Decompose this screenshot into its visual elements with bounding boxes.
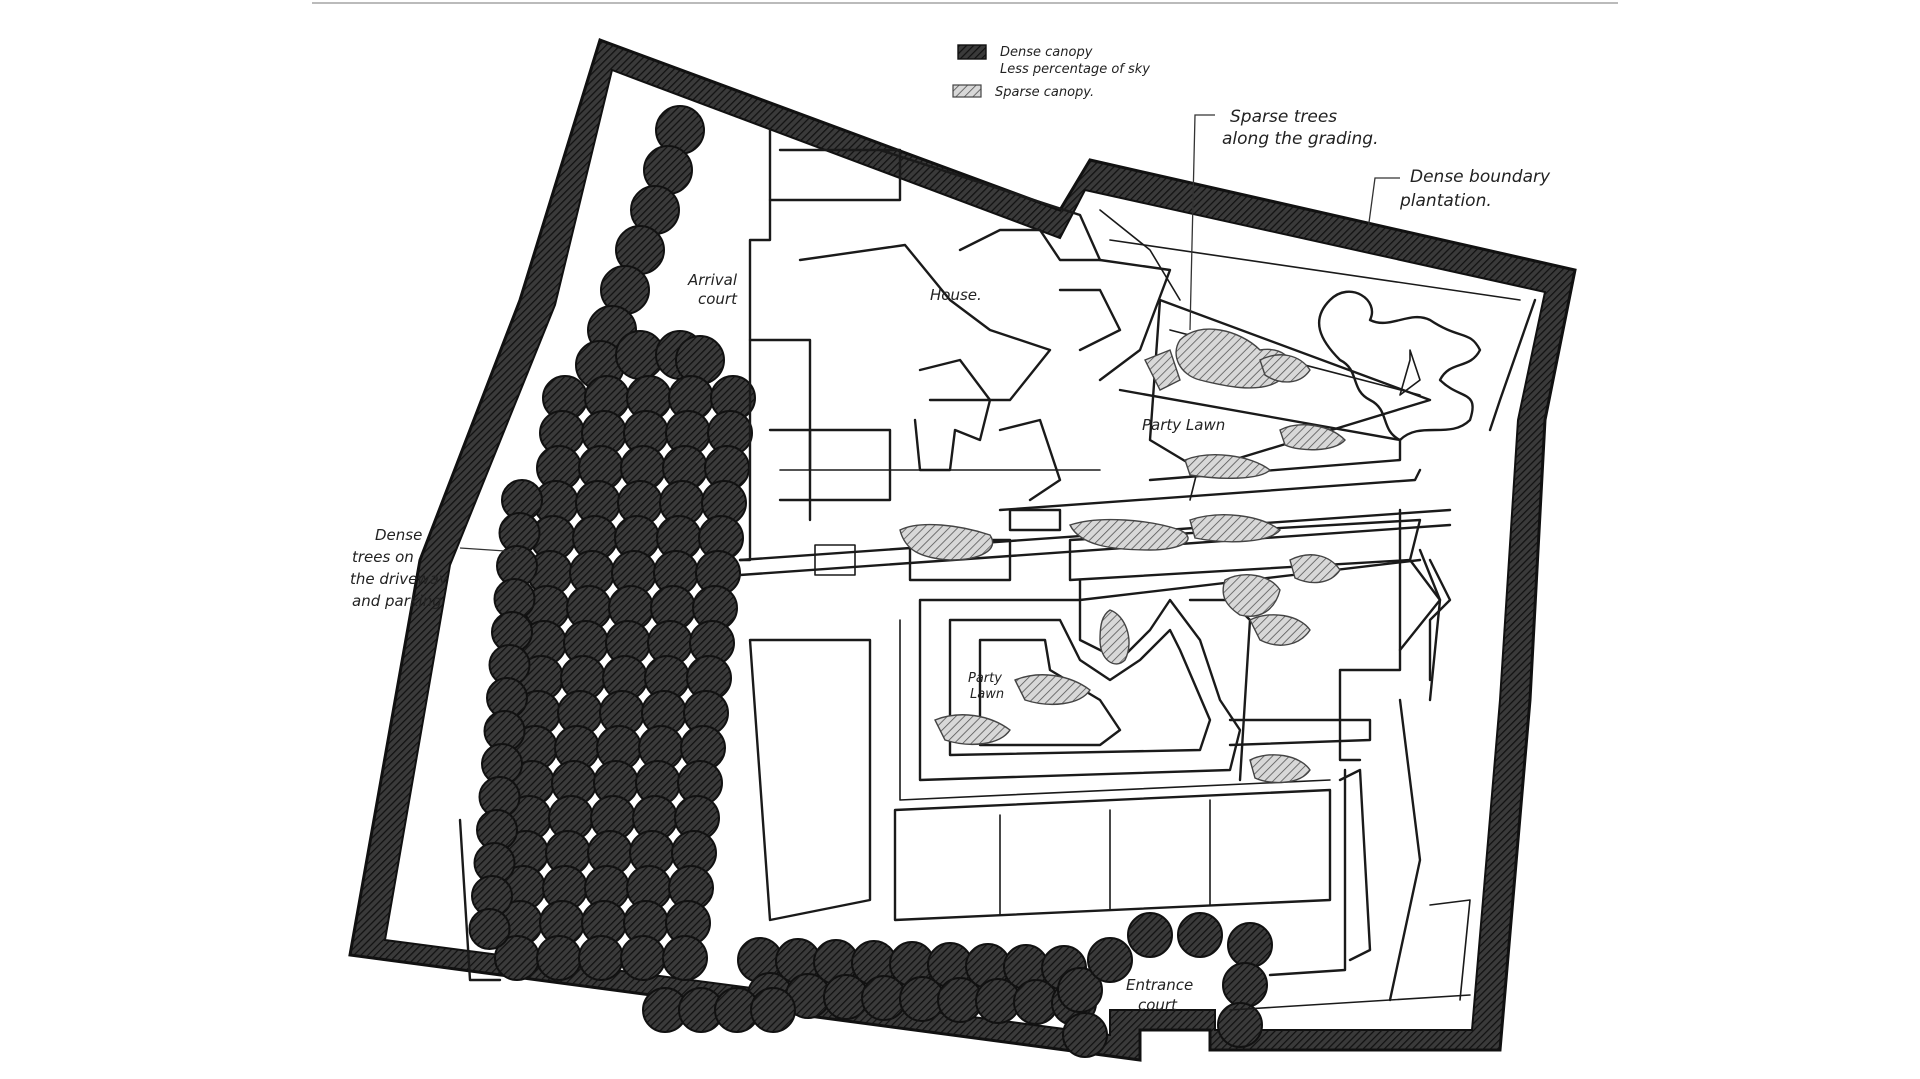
- sparse-trees-note-1: Sparse trees: [1230, 107, 1337, 127]
- annotation-dense-trees: Dense trees on the driveway and parking: [350, 526, 521, 610]
- dense-trees-note-1: Dense: [375, 526, 422, 544]
- tree-canopy: [536, 935, 582, 981]
- legend-dense-label: Dense canopy: [1000, 45, 1093, 60]
- dense-trees-driveway: [575, 105, 725, 390]
- sparse-canopy-patches: [899, 328, 1346, 784]
- tree-canopy: [1217, 1002, 1263, 1048]
- upper-party-lawn-label: Party Lawn: [1142, 416, 1225, 434]
- sparse-trees-leader: [1189, 114, 1215, 331]
- dense-trees-entrance-row: [642, 912, 1273, 1058]
- legend-dense-sublabel: Less percentage of sky: [1000, 62, 1150, 77]
- arrival-court-label-2: court: [698, 290, 738, 308]
- tree-canopy: [620, 935, 666, 981]
- tree-canopy: [1127, 912, 1173, 958]
- annotation-dense-boundary: Dense boundary plantation.: [1367, 167, 1551, 231]
- tree-canopy: [1057, 967, 1103, 1013]
- legend-sparse-swatch: [952, 84, 982, 98]
- dense-trees-note-4: and parking: [352, 592, 442, 610]
- tree-canopy: [1087, 937, 1133, 983]
- tree-canopy: [578, 935, 624, 981]
- sparse-trees-note-2: along the grading.: [1222, 129, 1379, 149]
- dense-trees-parking: [468, 375, 756, 981]
- legend-dense-swatch: [957, 44, 987, 60]
- tree-canopy: [1227, 922, 1273, 968]
- dense-boundary-leader: [1367, 177, 1400, 231]
- tree-canopy: [1222, 962, 1268, 1008]
- tree-canopy: [662, 935, 708, 981]
- entrance-court-label-2: court: [1138, 996, 1178, 1014]
- arrival-court-label-1: Arrival: [687, 271, 738, 289]
- meandering-garden: [1318, 290, 1482, 442]
- lower-party-lawn-label-1: Party: [968, 671, 1002, 686]
- tree-canopy: [750, 987, 796, 1033]
- tree-canopy: [1177, 912, 1223, 958]
- dense-boundary-note-2: plantation.: [1399, 191, 1492, 211]
- entrance-court-label-1: Entrance: [1126, 976, 1193, 994]
- dense-trees-leader: [459, 547, 521, 553]
- house-outline: [798, 148, 1181, 532]
- legend-sparse-label: Sparse canopy.: [995, 85, 1094, 100]
- dense-boundary-note-1: Dense boundary: [1410, 167, 1551, 187]
- annotation-sparse-trees: Sparse trees along the grading.: [1189, 107, 1379, 331]
- tree-canopy: [468, 908, 511, 950]
- dense-trees-note-2: trees on: [352, 548, 414, 566]
- legend: Dense canopy Less percentage of sky Spar…: [952, 44, 1150, 100]
- lower-party-lawn-label-2: Lawn: [970, 687, 1004, 702]
- house-label: House.: [930, 286, 982, 304]
- tree-canopy: [1062, 1012, 1108, 1058]
- lower-terrace-bays: [458, 638, 1471, 1011]
- dense-trees-note-3: the driveway: [350, 570, 449, 588]
